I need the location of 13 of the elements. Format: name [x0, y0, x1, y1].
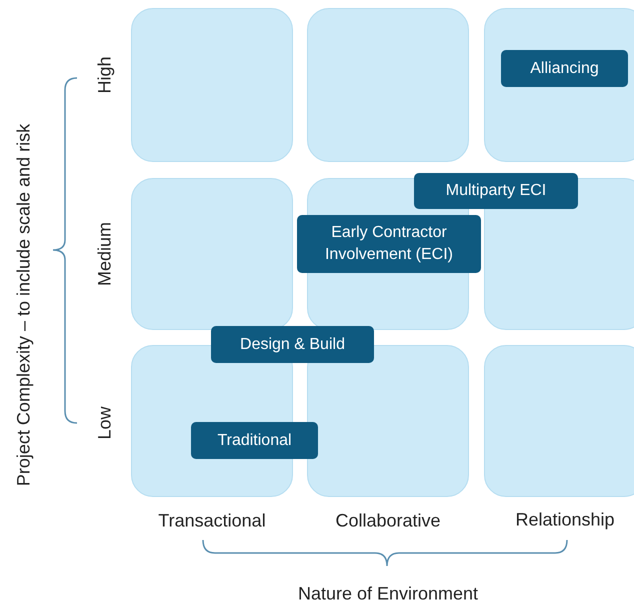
axis-label: Relationship — [515, 510, 615, 530]
axis-label: High — [94, 56, 116, 94]
category-box: Multiparty ECI — [414, 173, 578, 209]
category-box: Early Contractor Involvement (ECI) — [297, 215, 481, 273]
axis-label: Collaborative — [335, 510, 441, 532]
axis-title: Nature of Environment — [298, 584, 478, 604]
category-box: Alliancing — [501, 50, 628, 87]
axis-label: Low — [94, 406, 116, 440]
axis-title: Project Complexity – to include scale and risk — [14, 124, 34, 486]
category-box: Traditional — [191, 422, 318, 459]
axis-label: Medium — [94, 222, 116, 286]
axis-label: Transactional — [158, 510, 266, 532]
category-box: Design & Build — [211, 326, 374, 363]
